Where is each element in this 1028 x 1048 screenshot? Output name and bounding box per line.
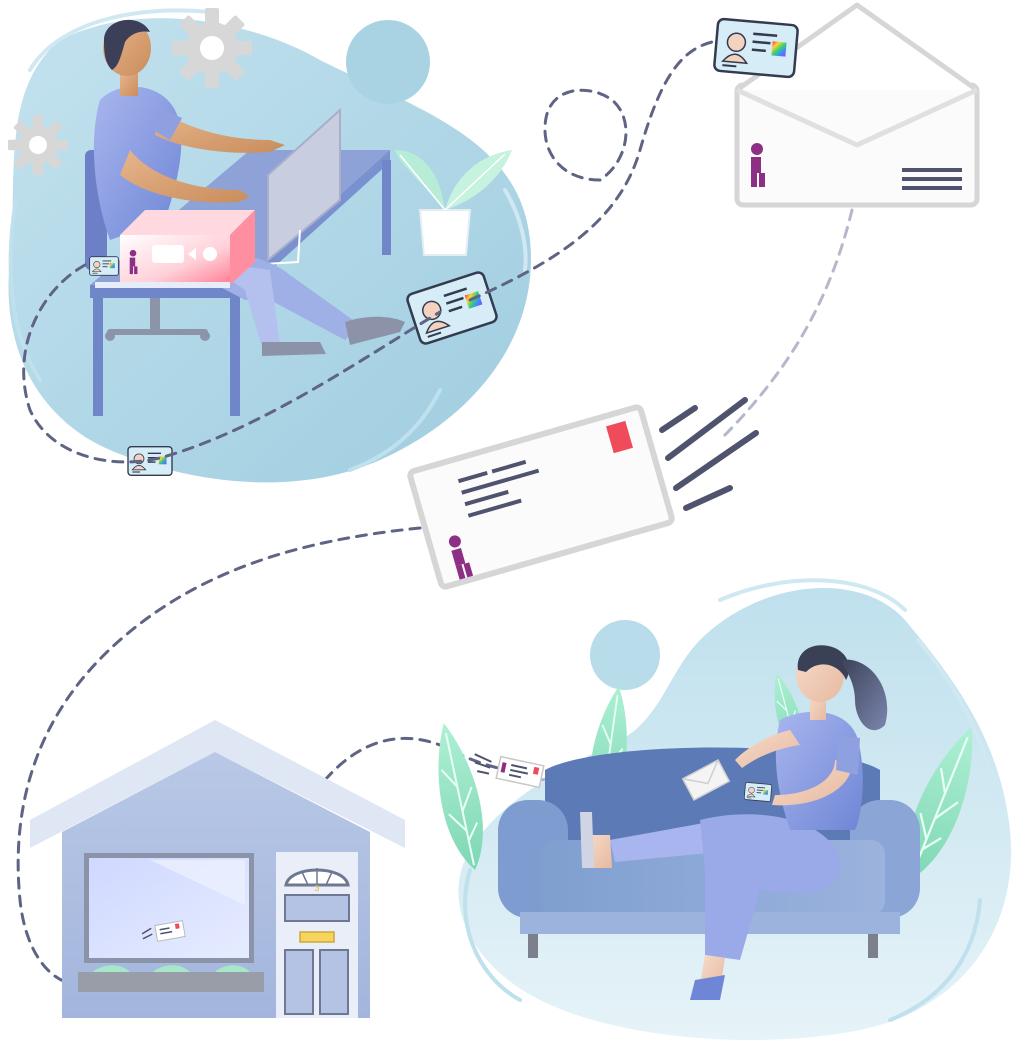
id-card-icon (89, 256, 119, 276)
id-card-icon (712, 17, 800, 79)
gear-icon (8, 115, 68, 175)
background-blob-dot (346, 20, 430, 104)
letterbox (299, 931, 335, 943)
speed-lines (659, 397, 759, 511)
small-envelope (474, 753, 545, 789)
sofa-scene (424, 578, 1012, 1040)
plant-icon (395, 150, 512, 256)
gear-icon (172, 8, 252, 88)
reading-person (580, 645, 888, 1000)
envelope-icon (734, 2, 980, 208)
house-number: 3 (315, 884, 320, 893)
small-envelope (141, 920, 186, 942)
id-card-icon (743, 781, 773, 803)
flying-envelope (407, 397, 759, 590)
worker-scene (8, 8, 531, 483)
house-icon: 3 (30, 720, 405, 1018)
card-printer (95, 210, 255, 288)
envelope-icon (681, 759, 731, 801)
